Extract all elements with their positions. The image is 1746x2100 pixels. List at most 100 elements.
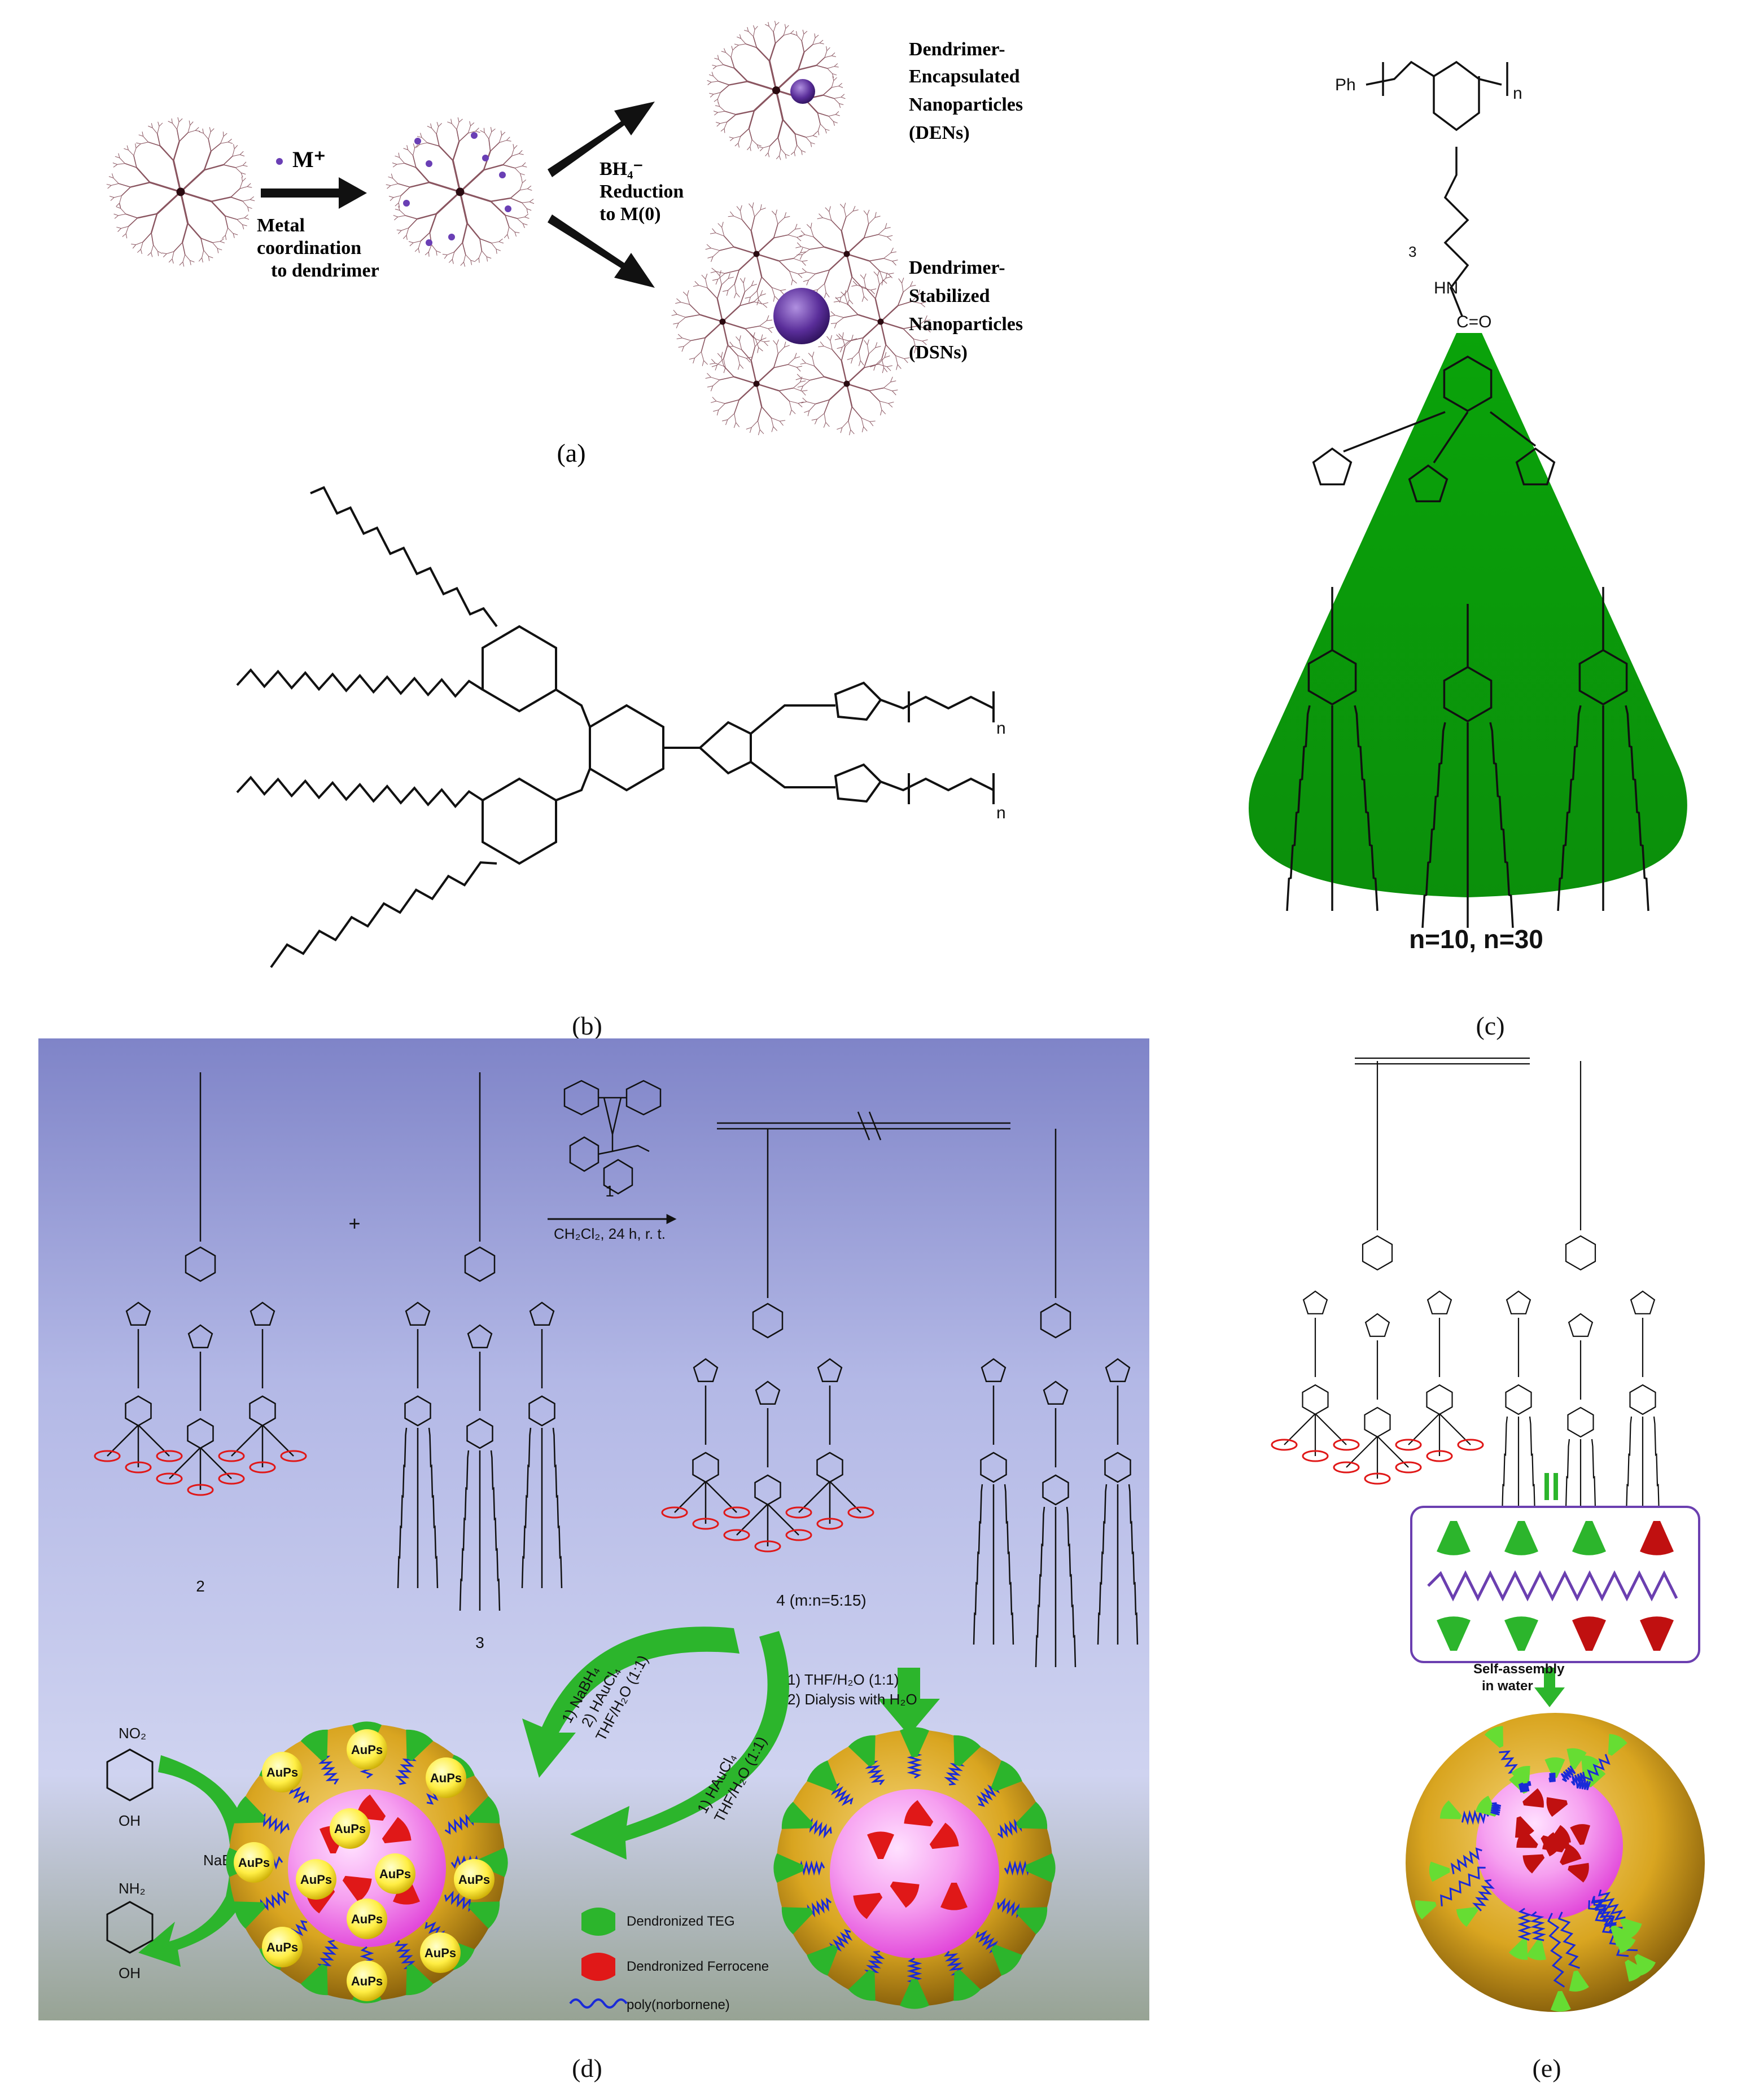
compound-3-label: 3 — [475, 1634, 484, 1651]
legend: Dendronized TEG Dendronized Ferrocene po… — [569, 1908, 769, 2013]
reduction-line-2: Reduction — [599, 181, 684, 202]
reduction-line-3: to M(0) — [599, 204, 661, 225]
self-assembly-step-1: 1) THF/H₂O (1:1) — [787, 1671, 899, 1688]
coordination-line-2: coordination — [257, 238, 361, 258]
panel-b: n n (b) — [236, 486, 1006, 1040]
spacer-repeat-label: 3 — [1408, 243, 1416, 260]
polymer-structures — [94, 1072, 1139, 1668]
empty-micelle — [773, 1727, 1056, 2009]
svg-text:AuPs: AuPs — [266, 1940, 298, 1954]
self-assembly-line-1: Self-assembly — [1473, 1661, 1565, 1677]
curved-arrow-direct — [570, 1631, 789, 1860]
amino-group-label: NH₂ — [119, 1880, 146, 1897]
svg-text:AuPs: AuPs — [238, 1856, 270, 1870]
self-assembly-arrow — [1534, 1668, 1565, 1707]
arrow-to-dsns — [548, 214, 655, 288]
svg-text:AuPs: AuPs — [430, 1771, 462, 1785]
svg-text:AuPs: AuPs — [425, 1946, 456, 1960]
self-assembly-step-2: 2) Dialysis with H₂O — [787, 1691, 917, 1708]
self-assembled-micelle — [1406, 1713, 1705, 2012]
svg-text:AuPs: AuPs — [351, 1912, 383, 1926]
panel-c-label: (c) — [1476, 1011, 1504, 1040]
carbonyl-label: C=O — [1456, 313, 1492, 331]
coordination-line-3: to dendrimer — [271, 260, 379, 281]
linker-bonds — [555, 689, 700, 801]
panel-c: Ph n HN C=O 3 n=10, n=30 (c) — [1249, 60, 1687, 1040]
svg-text:AuPs: AuPs — [334, 1822, 366, 1836]
phenyl-label: Ph — [1335, 76, 1356, 94]
legend-teg-label: Dendronized TEG — [627, 1914, 735, 1929]
dendrimer-icon — [106, 117, 255, 267]
coordination-line-1: Metal — [257, 215, 305, 236]
reduction-line-1: BH₄⁻ — [599, 159, 643, 179]
reaction-conditions: CH₂Cl₂, 24 h, r. t. — [554, 1225, 666, 1242]
backbone-bonds — [1366, 60, 1508, 131]
panel-e: Self-assembly in water (e) — [1271, 1057, 1705, 2083]
svg-text:AuPs: AuPs — [300, 1873, 332, 1887]
repeat-n-lower: n — [996, 804, 1006, 822]
metal-ion-dot — [276, 158, 283, 165]
legend-teg-swatch — [581, 1908, 615, 1936]
dendrimer-stabilized-nanoparticle-icon — [671, 202, 932, 436]
metal-ion-label: M⁺ — [292, 147, 326, 172]
svg-text:AuPs: AuPs — [379, 1867, 411, 1881]
svg-text:AuPs: AuPs — [266, 1765, 298, 1779]
repeat-n-label: n — [1513, 84, 1522, 103]
panel-b-label: (b) — [572, 1011, 602, 1040]
legend-ferrocene-label: Dendronized Ferrocene — [627, 1959, 769, 1974]
down-arrow-self-assembly — [878, 1668, 940, 1735]
equals-bar-1 — [1544, 1473, 1549, 1500]
amide-hn-label: HN — [1434, 279, 1458, 297]
legend-polynorbornene-swatch — [569, 1998, 628, 2009]
arrow-to-dens — [548, 102, 655, 177]
curved-arrow-reduction — [522, 1626, 739, 1778]
phenol-oh-label-2: OH — [119, 1965, 141, 1981]
grubbs-catalyst-structure — [563, 1080, 662, 1195]
schematic-polymer — [1427, 1521, 1678, 1651]
dens-line-3: Nanoparticles — [909, 94, 1023, 115]
peg-brackets — [908, 691, 995, 804]
dsns-line-3: Nanoparticles — [909, 314, 1023, 335]
coordination-arrow — [261, 177, 367, 209]
dioxolane-ring — [698, 721, 752, 775]
legend-polynorbornene-label: poly(norbornene) — [627, 1997, 730, 2013]
equals-bar-2 — [1554, 1473, 1558, 1500]
compound-4-label: 4 (m:n=5:15) — [776, 1592, 867, 1609]
panel-a-label: (a) — [557, 439, 585, 467]
triazole-upper — [834, 681, 882, 721]
dens-line-2: Encapsulated — [909, 66, 1020, 87]
curved-arrow-nitro-reduction — [138, 1755, 251, 1967]
dens-line-4: (DENs) — [909, 122, 970, 143]
panel-e-label: (e) — [1532, 2054, 1561, 2083]
plus-sign: + — [348, 1212, 360, 1235]
legend-ferrocene-swatch — [581, 1953, 615, 1981]
peg-bonds — [813, 695, 994, 792]
svg-text:AuPs: AuPs — [458, 1873, 490, 1887]
self-assembly-line-2: in water — [1482, 1678, 1533, 1694]
compound-2-label: 2 — [196, 1577, 205, 1595]
triazole-lower — [834, 763, 882, 803]
dsns-line-4: (DSNs) — [909, 342, 968, 363]
benzene-ring-lower — [482, 777, 557, 865]
panel-a: M⁺ Metal coordination to dendrimer BH₄⁻ … — [106, 20, 1023, 467]
repeat-units-caption: n=10, n=30 — [1409, 924, 1543, 954]
spacer-chain — [1443, 147, 1469, 317]
nitrophenol-ring — [106, 1748, 154, 1801]
panel-d: 2 3 4 (m:n=5:15) + 1 CH₂Cl₂, 24 h, r. t.… — [38, 1038, 1149, 2083]
benzene-ring-core — [589, 704, 664, 792]
dens-line-1: Dendrimer- — [909, 39, 1005, 60]
benzene-ring-upper — [482, 625, 557, 713]
repeat-n-upper: n — [996, 719, 1006, 738]
micelle-e-decorations — [1415, 1726, 1656, 2012]
dsns-line-1: Dendrimer- — [909, 257, 1005, 278]
svg-text:AuPs: AuPs — [351, 1743, 383, 1757]
dendron-structure — [1286, 355, 1649, 928]
alkyl-chains — [236, 486, 498, 968]
phenol-oh-label-1: OH — [119, 1812, 141, 1829]
svg-text:AuPs: AuPs — [351, 1974, 383, 1988]
micelle-decorations-right — [773, 1727, 1056, 2009]
aminophenol-ring — [106, 1901, 154, 1954]
